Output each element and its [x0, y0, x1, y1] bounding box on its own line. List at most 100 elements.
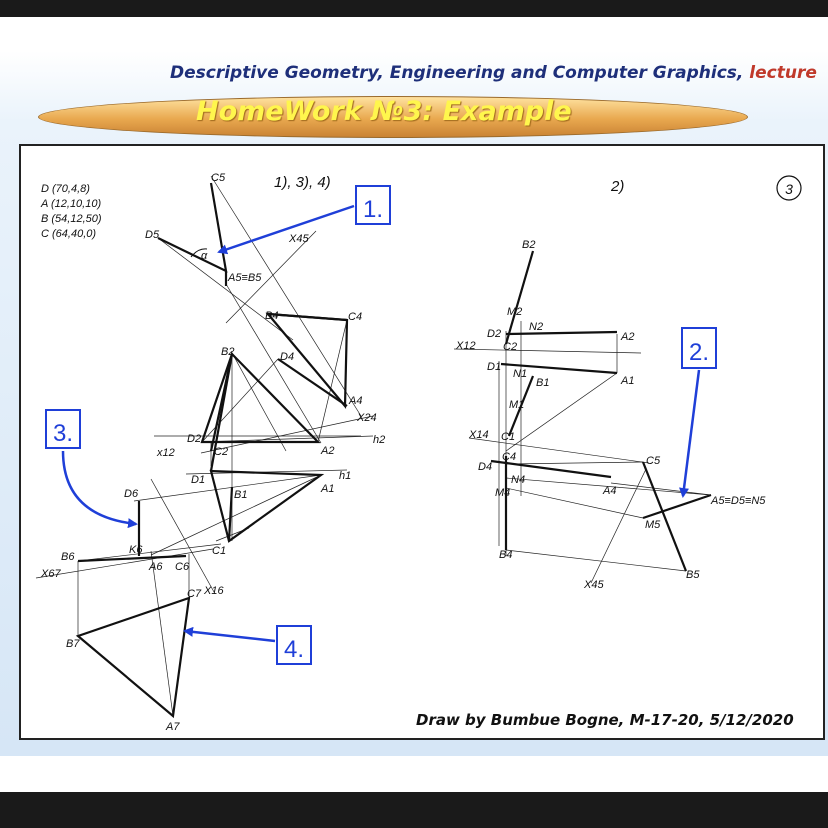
callout-2-label: 2.	[689, 339, 709, 366]
r-edge-d2a2	[505, 330, 618, 336]
proj-d1d6	[133, 474, 322, 502]
given-d: D (70,4,8)	[41, 183, 90, 195]
given-coordinates: D (70,4,8) A (12,10,10) B (54,12,50) C (…	[40, 183, 102, 240]
r-axis-x45	[590, 468, 647, 584]
given-b: B (54,12,50)	[41, 213, 102, 225]
r-proj-m4m5	[505, 487, 644, 519]
proj-b1b6	[77, 543, 222, 562]
sheet-number-circle	[776, 175, 802, 201]
title-ellipse	[38, 96, 748, 138]
right-point-labels: B2 M2 N2 D2 A2 C2 X12 D1 N1 B1 A1 M1 X14…	[455, 239, 766, 591]
label-a1: A1	[320, 483, 334, 495]
label-k6: K6	[129, 544, 143, 556]
label-r-b5: B5	[686, 569, 700, 581]
proj-b-line	[230, 350, 287, 452]
edge-c1b1	[227, 486, 234, 542]
given-c: C (64,40,0)	[41, 228, 96, 240]
label-r-b1: B1	[536, 377, 549, 389]
proj-c-line	[210, 175, 362, 417]
homework-title: HomeWork №3: Example	[196, 96, 572, 127]
drawing-sheet: D (70,4,8) A (12,10,10) B (54,12,50) C (…	[19, 144, 825, 740]
label-r-x45: X45	[583, 579, 604, 591]
r-edge-c5b5	[641, 461, 688, 572]
callout-3-arrow	[61, 450, 138, 529]
edge-b4c4	[267, 312, 348, 322]
r-proj-c4c5	[505, 461, 644, 465]
label-c6: C6	[175, 561, 190, 573]
label-r-n2: N2	[529, 321, 543, 333]
r-axis-x12	[453, 348, 642, 354]
callout-1-label: 1.	[363, 196, 383, 223]
proj-a1a6	[150, 475, 320, 556]
label-h2: h2	[373, 434, 385, 446]
label-a7: A7	[165, 721, 180, 733]
callout-2-arrow	[679, 369, 701, 498]
label-b6: B6	[61, 551, 75, 563]
label-a6: A6	[148, 561, 163, 573]
callout-1-box	[355, 185, 391, 225]
proj-d-line	[157, 237, 294, 341]
left-point-labels: C5 D5 α A5≡B5 X45 B4 C4 B2 D4 A4 X24 D2 …	[40, 172, 385, 733]
label-r-c1: C1	[501, 431, 515, 443]
label-c5: C5	[211, 172, 226, 184]
label-a5b5: A5≡B5	[227, 272, 262, 284]
r-edge-b2c2	[504, 250, 535, 345]
callout-2-box	[681, 327, 717, 369]
header-course-title: Descriptive Geometry, Engineering and Co…	[170, 63, 744, 83]
r-edge-b1c1	[507, 375, 535, 437]
r-proj-b4b5	[505, 549, 687, 572]
r-proj-a4a5	[610, 482, 712, 496]
r-edge-d1a1	[500, 362, 618, 375]
author-footer: Draw by Bumbue Bogne, M-17-20, 5/12/2020	[416, 711, 794, 729]
label-alpha: α	[201, 250, 208, 262]
label-c2: C2	[214, 446, 228, 458]
label-d1: D1	[191, 474, 205, 486]
slide-header: Descriptive Geometry, Engineering and Co…	[170, 63, 817, 83]
proj-d2-line	[201, 358, 279, 443]
label-h1: h1	[339, 470, 351, 482]
right-task-number: 2)	[610, 178, 624, 195]
axis-x45	[225, 230, 317, 324]
proj-a2-line	[317, 319, 348, 443]
callout-2: 2.	[679, 327, 717, 498]
label-r-c4: C4	[502, 451, 516, 463]
bottom-black-bar	[0, 792, 828, 828]
d5-c5-edge	[157, 182, 228, 273]
label-r-d1: D1	[487, 361, 501, 373]
label-b2: B2	[221, 346, 234, 358]
edge-b6c6	[77, 554, 187, 563]
label-r-n1: N1	[513, 368, 527, 380]
label-r-a5d5n5: A5≡D5≡N5	[710, 495, 766, 507]
r-edge-m5a5	[642, 493, 712, 520]
label-r-c5: C5	[646, 455, 661, 467]
proj-a6a7	[150, 550, 174, 717]
axis-x16	[150, 478, 215, 593]
sheet-number: 3	[785, 181, 793, 197]
callout-3-label: 3.	[53, 420, 73, 447]
label-r-b4: B4	[499, 549, 512, 561]
label-r-d2: D2	[487, 328, 501, 340]
label-x45: X45	[288, 233, 309, 245]
label-r-b2: B2	[522, 239, 535, 251]
label-r-d4: D4	[478, 461, 492, 473]
r-edge-d4a4	[490, 459, 612, 479]
header-lecture-word: lecture	[743, 63, 817, 83]
label-r-m2: M2	[507, 306, 522, 318]
geometry-drawing: D (70,4,8) A (12,10,10) B (54,12,50) C (…	[35, 172, 802, 733]
label-c4: C4	[348, 311, 362, 323]
label-b4: B4	[265, 310, 278, 322]
callout-3-box	[45, 409, 81, 449]
label-b1: B1	[234, 489, 247, 501]
right-thick-lines	[490, 250, 712, 572]
callout-4-arrow	[183, 626, 276, 643]
label-r-a2: A2	[620, 331, 634, 343]
label-d6: D6	[124, 488, 139, 500]
edge-d4a4	[277, 358, 348, 407]
label-r-c2: C2	[503, 341, 517, 353]
r-proj-a1a4	[505, 372, 618, 452]
label-x67: X67	[40, 568, 61, 580]
label-r-m4: M4	[495, 487, 510, 499]
label-a4: A4	[348, 395, 362, 407]
callout-1-arrow	[217, 204, 355, 255]
r-axis-x14	[468, 437, 650, 464]
